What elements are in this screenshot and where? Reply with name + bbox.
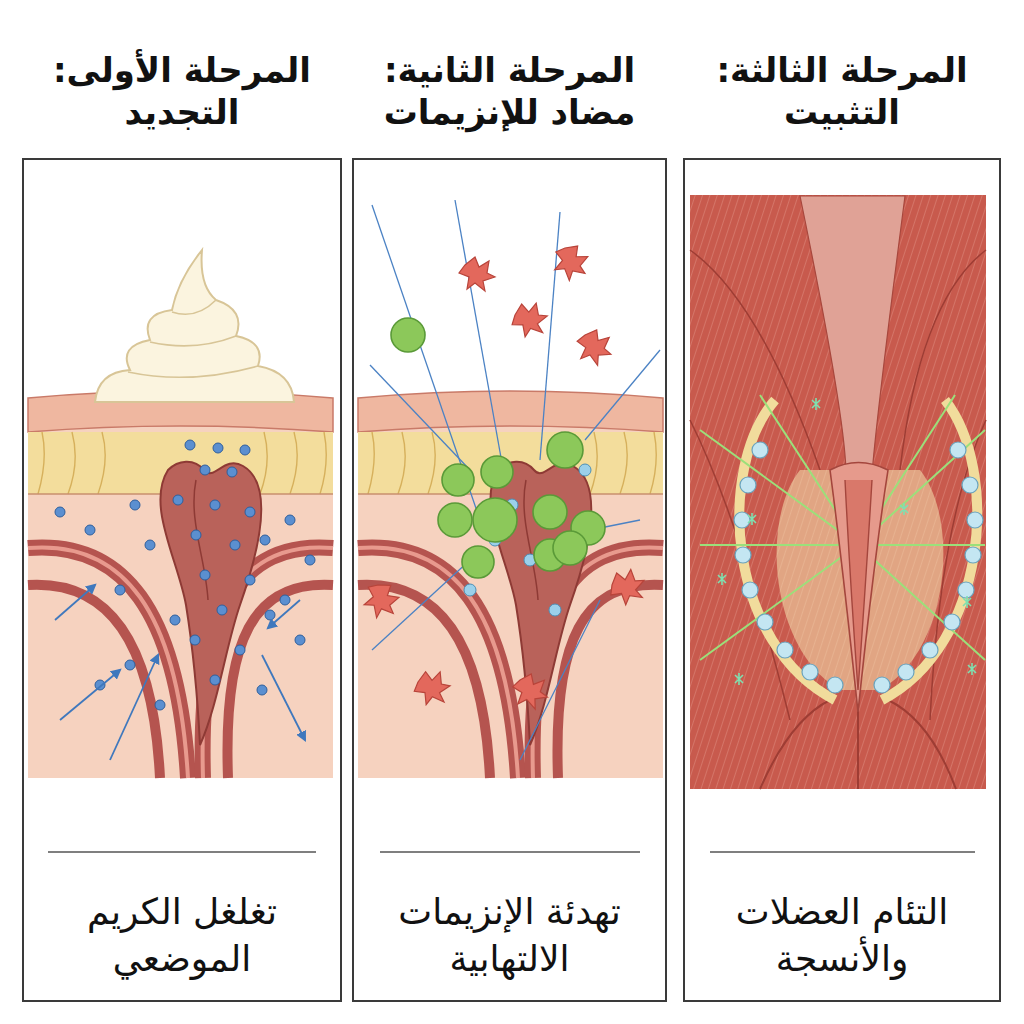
- stage-panel: المرحلة الأولى: التجديد تغلغل الكريم المو…: [22, 30, 342, 1002]
- panel-frame: [352, 158, 667, 1002]
- stage-panel: المرحلة الثالثة: التثبيت التئام العضلات و…: [683, 30, 1001, 1002]
- stage-heading: المرحلة الثالثة: التثبيت: [692, 49, 992, 134]
- stage-heading: المرحلة الثانية: مضاد للإنزيمات: [360, 49, 660, 134]
- panel-frame: [22, 158, 342, 1002]
- stage-caption: تهدئة الإنزيمات الالتهابية: [375, 889, 645, 983]
- stage-caption: تغلغل الكريم الموضعي: [47, 889, 317, 983]
- stage-panel: المرحلة الثانية: مضاد للإنزيمات تهدئة الإ…: [352, 30, 667, 1002]
- stage-caption: التئام العضلات والأنسجة: [707, 889, 977, 983]
- panel-frame: [683, 158, 1001, 1002]
- stage-heading: المرحلة الأولى: التجديد: [32, 49, 332, 134]
